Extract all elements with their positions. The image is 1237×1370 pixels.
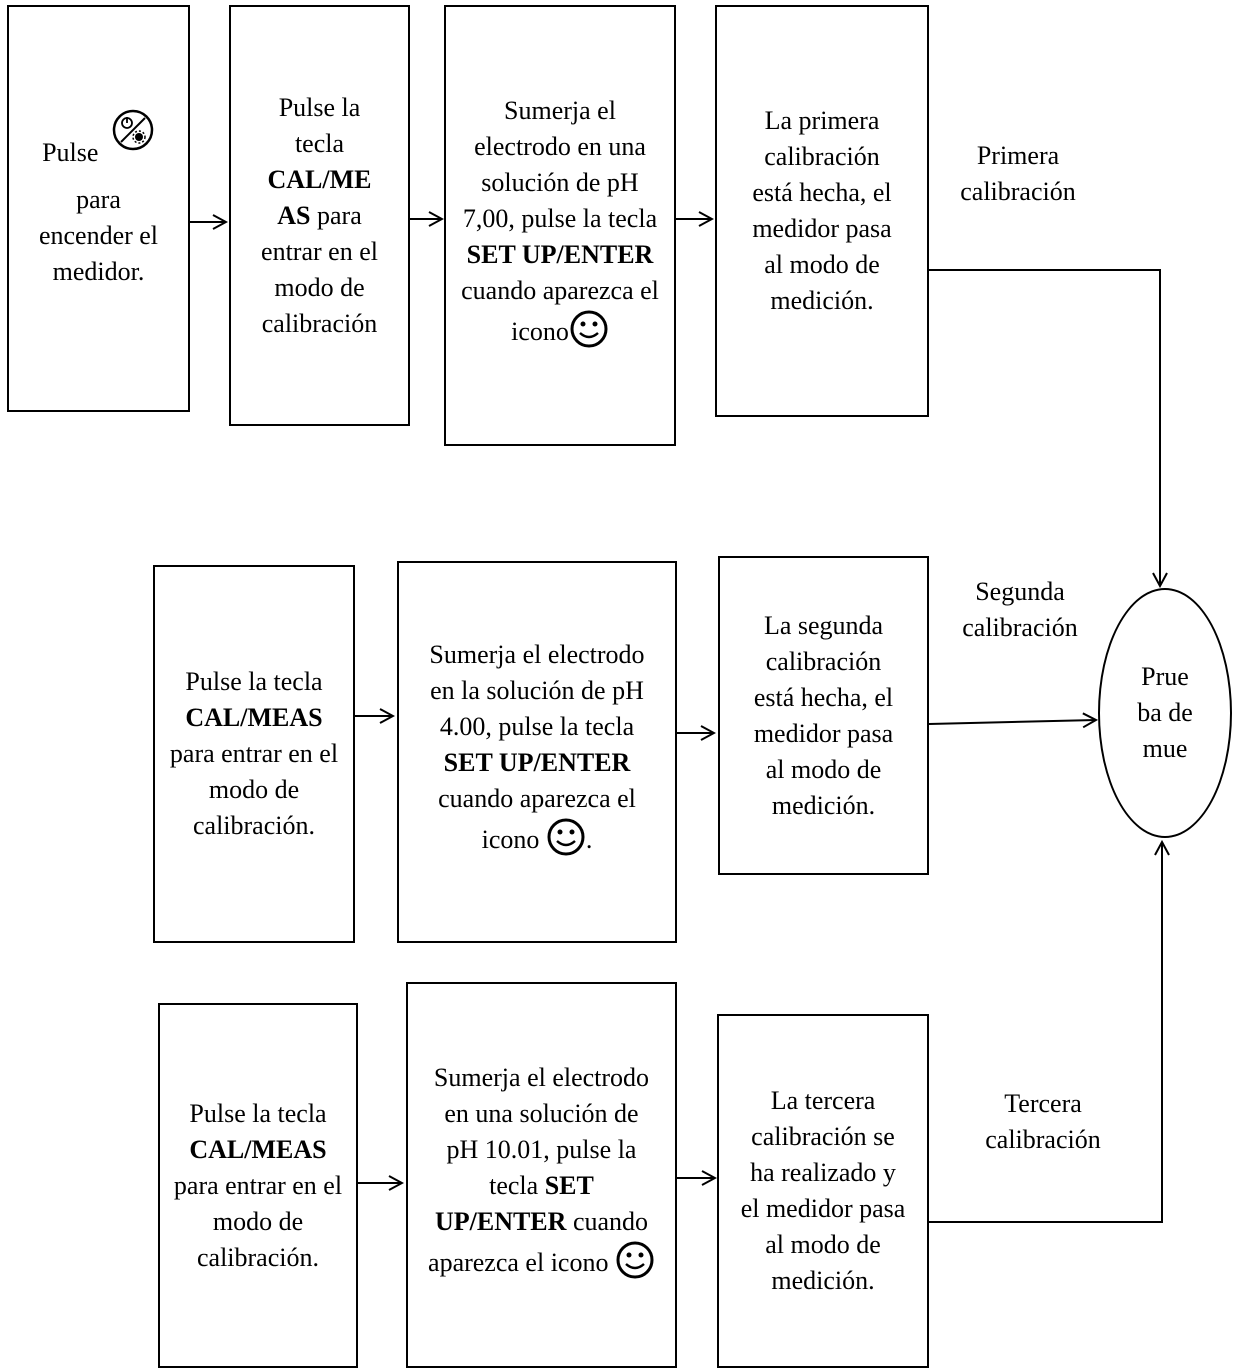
smiley-icon bbox=[569, 309, 609, 359]
step-text-a: Sumerja el electrodo en la solución de p… bbox=[429, 640, 645, 741]
step-box-second-done: La segunda calibración está hecha, el me… bbox=[718, 556, 929, 875]
step-text-a: Sumerja el electrodo en una solución de … bbox=[462, 95, 658, 233]
path-primera bbox=[929, 269, 1160, 586]
step-box-cal-mode-2: Pulse la tecla CAL/MEAS para entrar en e… bbox=[153, 565, 355, 943]
step-text-c: cuando aparezca el icono bbox=[461, 275, 659, 346]
step-box-third-done: La tercera calibración se ha realizado y… bbox=[717, 1014, 929, 1368]
cal-meas-key-label: CAL/MEAS bbox=[185, 703, 323, 732]
arrow-segunda bbox=[928, 720, 1096, 724]
setup-enter-key-label: SET UP/ENTER bbox=[466, 239, 654, 269]
step-text-a: Sumerja el electrodo en una solución de … bbox=[433, 1063, 650, 1200]
step-box-ph4: Sumerja el electrodo en la solución de p… bbox=[397, 561, 677, 943]
step-text-c: cuando aparezca el icono bbox=[438, 784, 636, 854]
step-text-d: . bbox=[585, 824, 593, 854]
step-box-cal-mode-1: Pulse la tecla CAL/ME AS para entrar en … bbox=[229, 5, 410, 426]
step-text: La primera calibración está hecha, el me… bbox=[752, 106, 892, 315]
smiley-icon bbox=[615, 1240, 655, 1290]
oval-prueba-muestra: Prue ba de mue bbox=[1098, 588, 1232, 838]
setup-enter-key-label: SET UP/ENTER bbox=[443, 748, 631, 777]
path-tercera bbox=[929, 842, 1162, 1223]
setup-enter-key-label: SET UP/ENTER bbox=[434, 1171, 594, 1236]
step-box-power-on: Pulse para encender el medidor. bbox=[7, 5, 190, 412]
step-box-first-done: La primera calibración está hecha, el me… bbox=[715, 5, 929, 417]
step-text-c: para entrar en el modo de calibración. bbox=[169, 739, 339, 840]
step-text-a: Pulse la tecla bbox=[278, 92, 361, 158]
label-tercera: Tercera calibración bbox=[985, 1089, 1101, 1154]
step-box-ph10: Sumerja el electrodo en una solución de … bbox=[406, 982, 677, 1368]
oval-text: Prue ba de mue bbox=[1137, 662, 1193, 763]
step-box-ph7: Sumerja el electrodo en una solución de … bbox=[444, 5, 676, 446]
step-text-post: para encender el medidor. bbox=[38, 184, 159, 286]
step-text-a: Pulse la tecla bbox=[185, 667, 323, 696]
step-text: La tercera calibración se ha realizado y… bbox=[740, 1086, 906, 1295]
step-box-cal-mode-3: Pulse la tecla CAL/MEAS para entrar en e… bbox=[158, 1003, 358, 1368]
label-segunda: Segunda calibración bbox=[962, 577, 1078, 642]
power-settings-icon bbox=[111, 108, 155, 162]
step-text: La segunda calibración está hecha, el me… bbox=[753, 610, 894, 820]
step-text-a: Pulse la tecla bbox=[189, 1098, 327, 1128]
label-primera: Primera calibración bbox=[960, 141, 1076, 206]
smiley-icon bbox=[546, 817, 586, 867]
cal-meas-key-label: CAL/MEAS bbox=[189, 1134, 327, 1164]
step-text-c: para entrar en el modo de calibración bbox=[261, 200, 378, 338]
step-text-c: cuando aparezca el icono bbox=[428, 1207, 649, 1277]
step-text-pre: Pulse bbox=[42, 137, 99, 167]
cal-meas-key-label: CAL/ME AS bbox=[267, 164, 372, 230]
step-text-c: para entrar en el modo de calibración. bbox=[173, 1170, 343, 1272]
